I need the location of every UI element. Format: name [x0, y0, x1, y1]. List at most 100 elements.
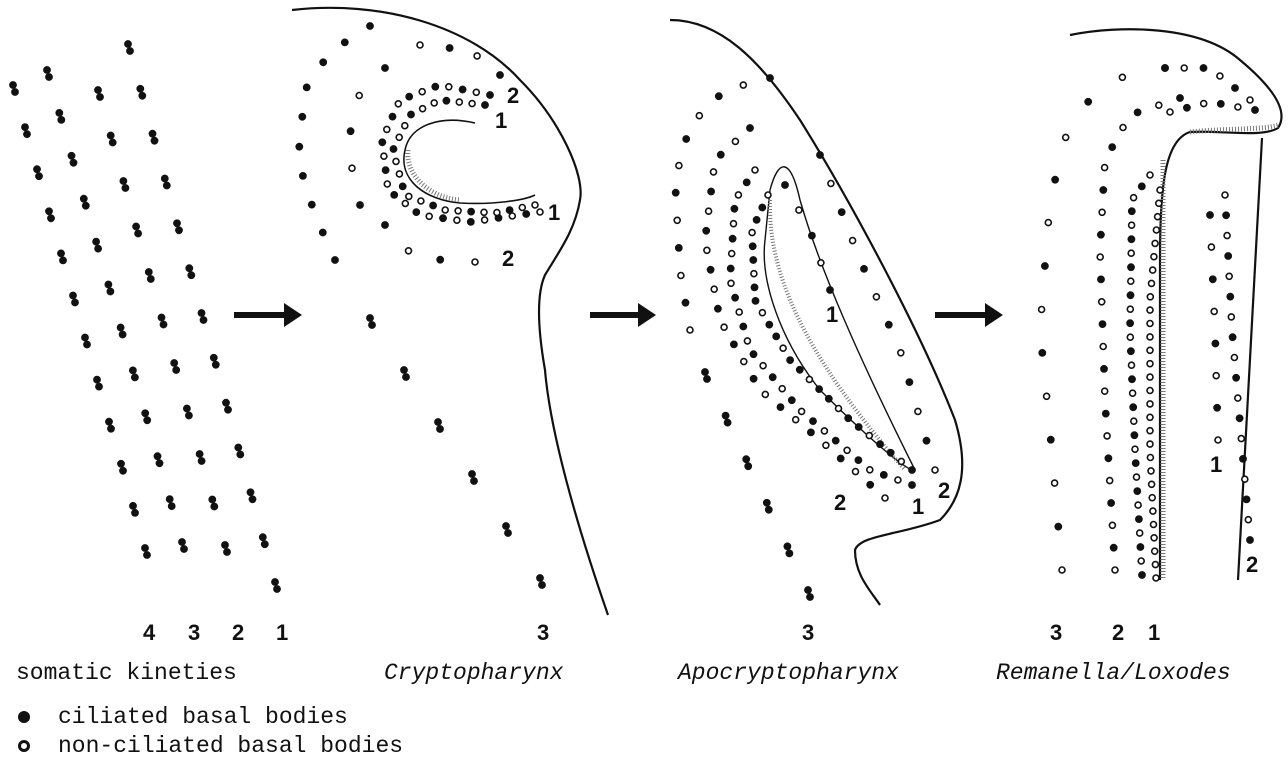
non-ciliated-basal-body — [751, 271, 757, 277]
non-ciliated-basal-body — [402, 123, 408, 129]
ciliated-basal-body — [406, 93, 413, 100]
non-ciliated-basal-body — [519, 205, 525, 211]
non-ciliated-basal-body — [741, 359, 747, 365]
non-ciliated-basal-body — [1109, 522, 1115, 528]
non-ciliated-basal-body — [823, 442, 829, 448]
ciliated-basal-body — [259, 534, 266, 541]
non-ciliated-basal-body — [474, 53, 480, 59]
ciliated-basal-body — [443, 97, 450, 104]
basal-body-dots — [9, 22, 1258, 600]
non-ciliated-basal-body — [866, 433, 872, 439]
apocrypto-inner-1a: 1 — [826, 302, 838, 327]
non-ciliated-basal-body — [1131, 418, 1137, 424]
ciliated-basal-body — [1127, 292, 1134, 299]
non-ciliated-basal-body — [1235, 395, 1241, 401]
ciliated-basal-body — [743, 456, 750, 463]
non-ciliated-basal-body — [1134, 474, 1140, 480]
ciliated-basal-body — [1128, 376, 1135, 383]
non-ciliated-basal-body — [456, 99, 462, 105]
ciliated-basal-body — [209, 496, 216, 503]
non-ciliated-basal-body — [384, 126, 390, 132]
ciliated-basal-body — [124, 40, 131, 47]
ciliated-basal-body — [1137, 543, 1144, 550]
ciliated-basal-body — [142, 410, 149, 417]
non-ciliated-basal-body — [1112, 567, 1118, 573]
ciliated-basal-body — [212, 361, 219, 368]
ciliated-basal-body — [261, 541, 268, 548]
ciliated-basal-body — [1100, 186, 1107, 193]
ciliated-basal-body — [486, 91, 493, 98]
non-ciliated-basal-body — [1238, 436, 1244, 442]
non-ciliated-basal-body — [740, 82, 746, 88]
non-ciliated-basal-body — [481, 209, 487, 215]
non-ciliated-basal-body — [1135, 502, 1141, 508]
ciliated-basal-body — [1212, 340, 1219, 347]
non-ciliated-basal-body — [1149, 495, 1155, 501]
ciliated-basal-body — [439, 215, 446, 222]
remanella-num-2: 2 — [1112, 620, 1124, 645]
ciliated-basal-body — [1233, 374, 1240, 381]
ciliated-basal-body — [809, 418, 816, 425]
ciliated-basal-body — [468, 470, 475, 477]
ciliated-basal-body — [749, 243, 756, 250]
crypto-inner-1a: 1 — [495, 108, 507, 133]
ciliated-basal-body — [837, 455, 844, 462]
non-ciliated-basal-body — [711, 169, 717, 175]
non-ciliated-basal-body — [537, 209, 543, 215]
ciliated-basal-body — [95, 245, 102, 252]
ciliated-basal-body — [43, 66, 50, 73]
non-ciliated-basal-body — [1138, 558, 1144, 564]
ciliated-basal-body — [496, 71, 503, 78]
ciliated-basal-body — [1206, 211, 1213, 218]
non-ciliated-basal-body — [1147, 388, 1153, 394]
ciliated-basal-body — [402, 373, 409, 380]
ciliated-basal-body — [434, 418, 441, 425]
ciliated-basal-body — [83, 341, 90, 348]
non-ciliated-basal-body — [472, 259, 478, 265]
ciliated-basal-body — [766, 74, 773, 81]
non-ciliated-basal-body — [418, 198, 424, 204]
non-ciliated-basal-body — [1156, 102, 1162, 108]
open-dot-icon — [18, 740, 30, 752]
ciliated-basal-body — [144, 417, 151, 424]
ciliated-basal-body — [107, 288, 114, 295]
ciliated-basal-body — [117, 324, 124, 331]
ciliated-basal-body — [773, 333, 780, 340]
filled-dot-icon — [18, 711, 30, 723]
ciliated-basal-body — [413, 209, 420, 216]
ciliated-basal-body — [129, 502, 136, 509]
apocrypto-num-3: 3 — [802, 620, 814, 645]
ciliated-basal-body — [1041, 262, 1048, 269]
caption-remanella: Remanella/Loxodes — [996, 660, 1231, 686]
ciliated-basal-body — [1127, 264, 1134, 271]
ciliated-basal-body — [717, 151, 724, 158]
ciliated-basal-body — [180, 545, 187, 552]
ciliated-basal-body — [727, 265, 734, 272]
non-ciliated-basal-body — [1157, 187, 1163, 193]
non-ciliated-basal-body — [836, 406, 842, 412]
ciliated-basal-body — [436, 425, 443, 432]
ciliated-basal-body — [109, 139, 116, 146]
ciliated-basal-body — [1127, 348, 1134, 355]
ciliated-basal-body — [1128, 208, 1135, 215]
ciliated-basal-body — [1097, 231, 1104, 238]
non-ciliated-basal-body — [1211, 308, 1217, 314]
ciliated-basal-body — [1138, 183, 1145, 190]
ciliated-basal-body — [249, 496, 256, 503]
ciliated-basal-body — [237, 451, 244, 458]
ciliated-basal-body — [151, 137, 158, 144]
non-ciliated-basal-body — [799, 408, 805, 414]
ciliated-basal-body — [816, 151, 823, 158]
ciliated-basal-body — [381, 221, 388, 228]
ciliated-basal-body — [183, 405, 190, 412]
ciliated-basal-body — [71, 299, 78, 306]
ciliated-basal-body — [707, 266, 714, 273]
non-ciliated-basal-body — [760, 363, 766, 369]
non-ciliated-basal-body — [1151, 522, 1157, 528]
non-ciliated-basal-body — [1130, 390, 1136, 396]
ciliated-basal-body — [786, 550, 793, 557]
non-ciliated-basal-body — [419, 89, 425, 95]
ciliated-basal-body — [908, 466, 915, 473]
ciliated-basal-body — [382, 167, 389, 174]
non-ciliated-basal-body — [1044, 393, 1050, 399]
